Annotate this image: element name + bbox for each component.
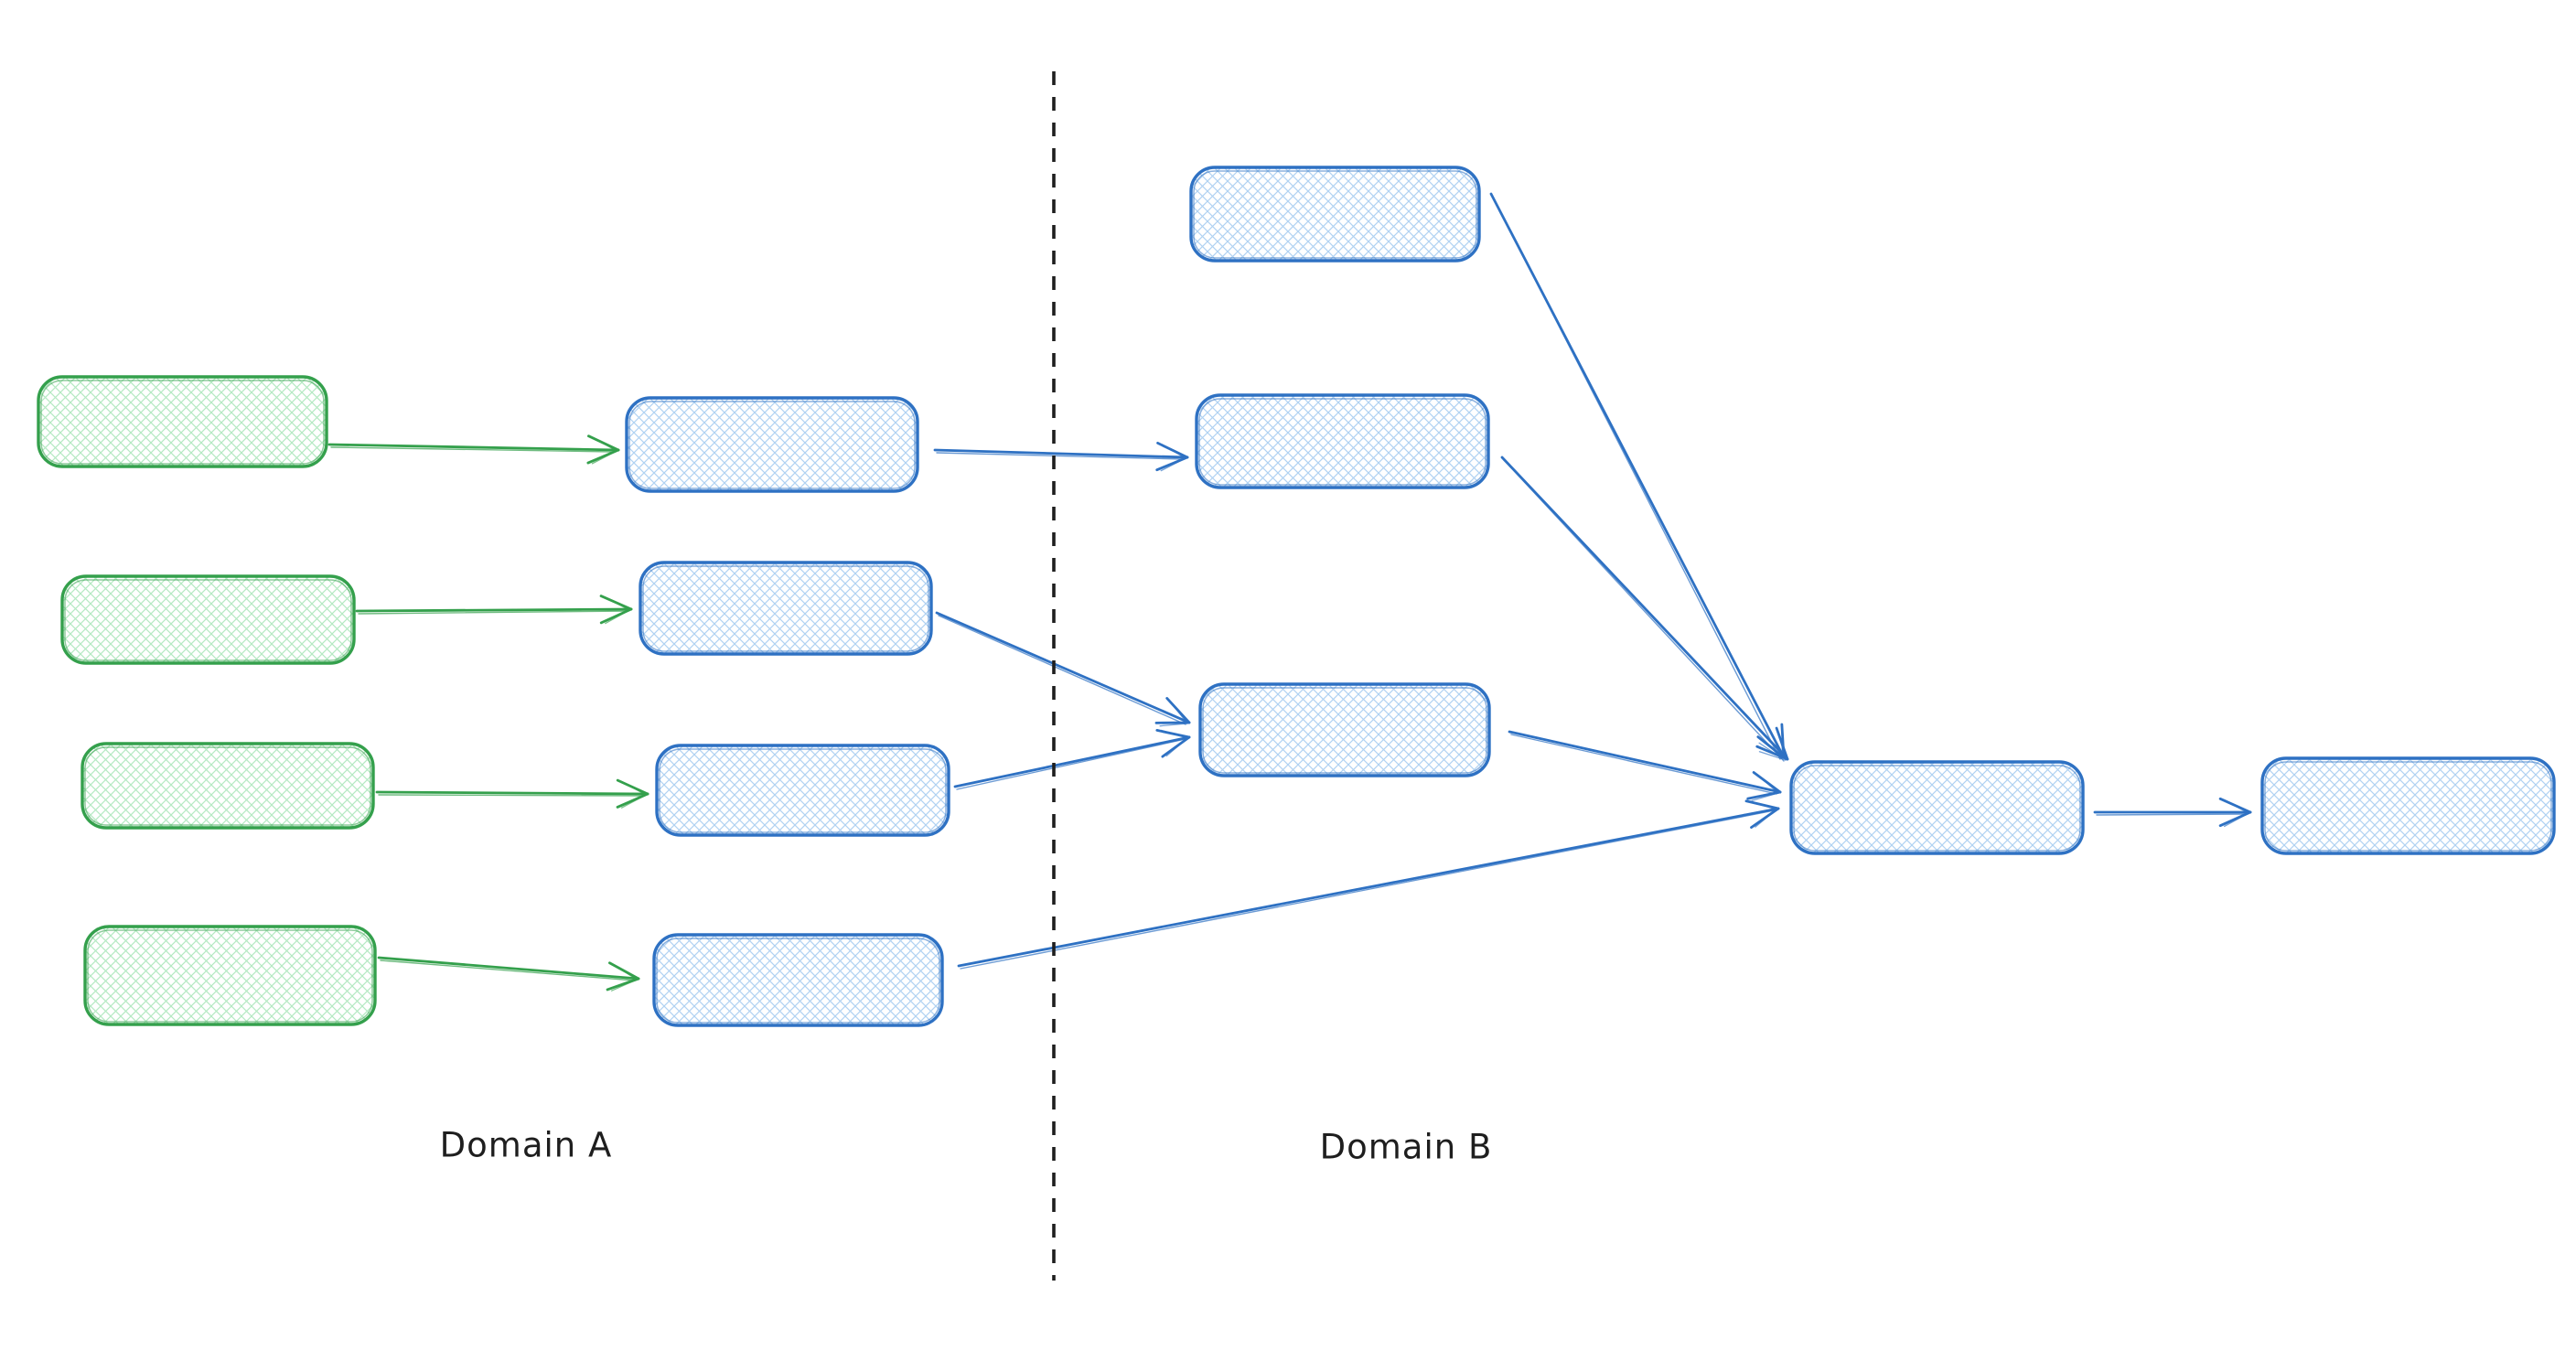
source-2-node: [60, 574, 356, 665]
domain-a-label: Domain A: [439, 1125, 613, 1165]
aggregator-node: [1789, 760, 2085, 855]
stage-b-1-to-aggregator-arrow: [1489, 192, 1786, 760]
stage-b-2-node: [1195, 393, 1490, 489]
source-3-node: [80, 742, 375, 830]
source-3-to-stage-a-3-arrow: [375, 778, 649, 809]
stage-a-1-node: [625, 396, 919, 493]
stage-a-4-to-aggregator-arrow: [957, 799, 1780, 970]
stage-a-2-to-stage-b-3-arrow: [935, 611, 1191, 727]
stage-a-3-to-stage-b-3-arrow: [953, 729, 1191, 790]
stage-a-1-to-stage-b-2-arrow: [933, 441, 1189, 472]
stage-a-4-node: [652, 933, 944, 1027]
stage-b-3-node: [1198, 682, 1491, 777]
stage-b-2-to-aggregator-arrow: [1500, 456, 1789, 762]
aggregator-to-output-arrow: [2093, 797, 2252, 828]
stage-a-2-node: [639, 561, 933, 656]
source-4-node: [83, 925, 377, 1026]
source-1-node: [37, 375, 328, 468]
domain-b-label: Domain B: [1319, 1127, 1493, 1167]
output-node: [2260, 756, 2556, 855]
source-2-to-stage-a-2-arrow: [355, 595, 633, 625]
stage-a-3-node: [655, 744, 950, 837]
stage-b-3-to-aggregator-arrow: [1508, 730, 1782, 801]
source-4-to-stage-a-4-arrow: [377, 956, 640, 991]
stage-b-1-node: [1189, 166, 1481, 263]
source-1-to-stage-a-1-arrow: [327, 434, 620, 465]
